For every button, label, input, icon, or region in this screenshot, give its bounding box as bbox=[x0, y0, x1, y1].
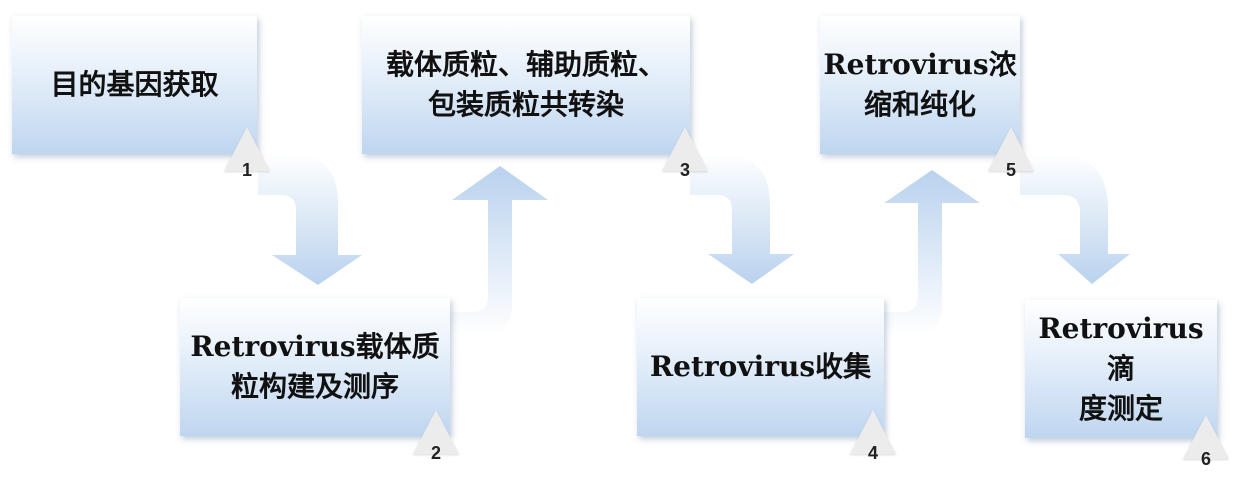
step-6-badge bbox=[1183, 415, 1229, 459]
step-5-badge bbox=[988, 127, 1034, 171]
step-4-box: Retrovirus收集 bbox=[637, 298, 884, 436]
step-2-badge bbox=[413, 410, 459, 454]
step-5-number: 5 bbox=[1005, 160, 1016, 180]
arrow-step3-to-step4 bbox=[690, 153, 794, 284]
arrow-step2-to-step3 bbox=[450, 166, 548, 336]
step-5-label: Retrovirus浓 缩和纯化 bbox=[823, 48, 1017, 121]
step-1-badge bbox=[224, 127, 270, 171]
arrow-step5-to-step6 bbox=[1020, 153, 1130, 284]
step-2-box: Retrovirus载体质 粒构建及测序 bbox=[180, 298, 450, 436]
step-3-number: 3 bbox=[679, 160, 690, 180]
step-2-number: 2 bbox=[430, 443, 441, 463]
step-4-number: 4 bbox=[867, 443, 878, 463]
arrow-step4-to-step5 bbox=[884, 170, 980, 336]
step-4-badge bbox=[850, 410, 896, 454]
step-2-label: Retrovirus载体质 粒构建及测序 bbox=[190, 330, 440, 403]
step-3-label: 载体质粒、辅助质粒、 包装质粒共转染 bbox=[385, 48, 666, 121]
step-6-label: Retrovirus滴 度测定 bbox=[1038, 312, 1204, 425]
step-5-box: Retrovirus浓 缩和纯化 bbox=[820, 16, 1020, 154]
step-6-number: 6 bbox=[1200, 449, 1211, 469]
step-1-label: 目的基因获取 bbox=[50, 68, 219, 101]
step-1-number: 1 bbox=[241, 160, 252, 180]
step-4-label: Retrovirus收集 bbox=[649, 350, 872, 383]
step-1-box: 目的基因获取 bbox=[12, 16, 257, 154]
step-3-badge bbox=[662, 127, 708, 171]
arrow-step1-to-step2 bbox=[258, 153, 362, 285]
step-3-box: 载体质粒、辅助质粒、 包装质粒共转染 bbox=[362, 16, 690, 154]
